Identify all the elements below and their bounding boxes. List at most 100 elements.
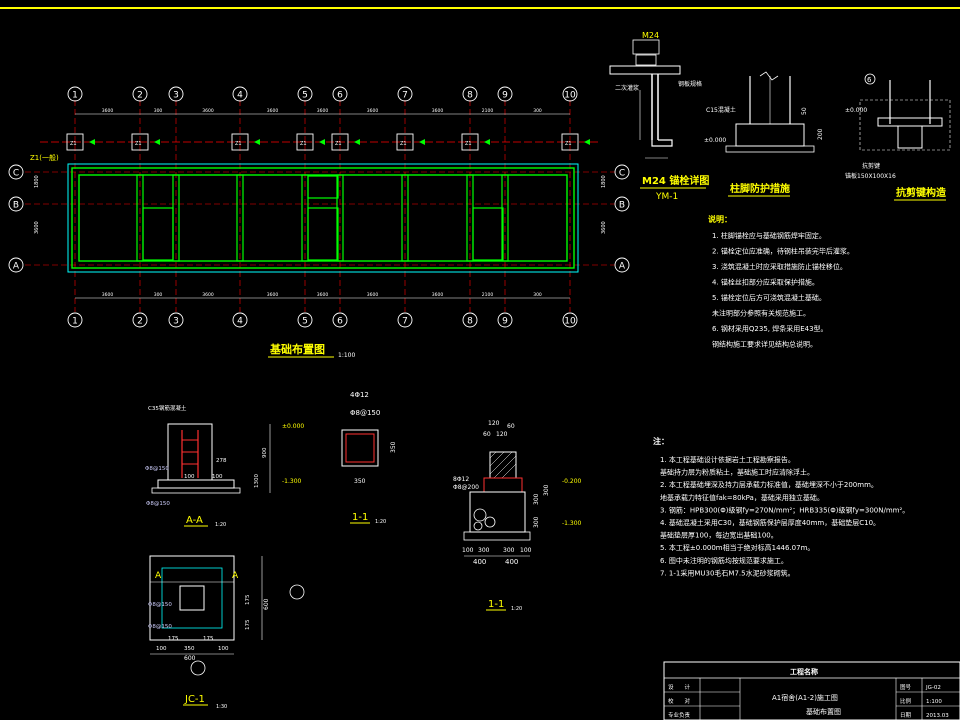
notes-bottom-item-6: 4. 基础混凝土采用C30，基础钢筋保护层厚度40mm，基础垫层C10。 [660,518,880,527]
notes-bottom-item-4: 地基承载力特征值fak=80kPa，基础采用独立基础。 [660,493,824,502]
span-dim-bottom-8: 2100 [482,292,494,298]
11b-bar-1: 8Φ12 [453,476,469,483]
axis-bubble-bottom-5 [297,312,313,328]
11a-title: 1-1 [352,512,368,523]
axis-label-left-A: A [13,262,20,272]
wall-outer [71,167,575,269]
notes-bottom-item-2: 基础持力层为粉质粘土，基础施工时应清除浮土。 [660,468,814,477]
aa-elev-bot: -1.300 [282,478,302,485]
footing-label-5: Z1 [300,141,307,147]
11a-width: 350 [354,478,366,485]
span-dim-bottom-1: 3600 [102,292,114,298]
axis-label-top-10: 10 [564,91,576,101]
small-room-top [307,175,339,199]
11b-bot-2: 300 [478,547,490,554]
arrow-marker-2 [154,139,160,145]
span-dim-top-2: 300 [154,108,163,114]
axis-bubble-top-7 [397,86,413,102]
footing-1 [66,133,84,151]
aa-dim-100b: 100 [212,474,223,480]
aa-dim-278: 278 [216,458,227,464]
arrow-marker-10 [584,139,590,145]
plan-scale: 1:100 [338,352,355,359]
tb-value-3: 2013.03 [926,713,949,719]
arrow-marker-5 [319,139,325,145]
col-elev: ±0.000 [704,137,726,144]
plan-grid-lines [25,100,615,312]
aa-dim-900: 900 [262,447,268,458]
title-block: 工程名称 设 计 校 对 专业负责 A1宿舍(A1-2)施工图 基础布置图 图号… [663,661,960,720]
notes-top-item-5: 5. 锚栓定位后方可浇筑混凝土基础。 [712,293,826,302]
plan-title: 基础布置图 [269,342,325,356]
shear-plate [877,117,943,127]
11a-stirrup-box [345,433,375,463]
11b-rubble [469,491,526,533]
col-encasement [735,123,805,147]
ym-title: M24 锚栓详图 [642,174,709,187]
shear-num: 6 [867,76,872,84]
axis-label-right-C: C [619,169,625,179]
span-dim-bottom-2: 300 [154,292,163,298]
11b-title: 1-1 [488,599,504,610]
ym-hook [651,139,673,147]
footing-2 [131,133,149,151]
axis-bubble-bottom-3 [168,312,184,328]
notes-bottom-item-3: 2. 本工程基础埋深及持力层承载力标准值，基础埋深不小于200mm。 [660,480,878,489]
aa-footing [157,479,235,489]
axis-label-top-7: 7 [402,91,408,101]
axis-label-top-2: 2 [137,91,143,101]
internal-wall-5 [336,174,344,262]
11a-bars: 4Φ12 [350,391,369,399]
notes-top-item-1: 1. 柱脚锚栓应与基础钢筋焊牢固定。 [712,231,826,240]
11b-side-3: 300 [533,516,540,528]
11a-height: 350 [390,441,397,453]
11b-stone-3 [473,521,483,531]
arrow-marker-8 [484,139,490,145]
span-dim-top-7: 3600 [432,108,444,114]
axis-label-right-B: B [619,201,625,211]
axis-bubble-bottom-9 [497,312,513,328]
11b-dim-120b: 120 [496,431,508,438]
11b-bar-2: Φ8@200 [453,484,479,491]
shear-title: 抗剪键构造 [896,186,947,199]
notes-top-item-8: 钢结构施工要求详见结构总说明。 [712,340,817,349]
aa-pad [151,487,241,494]
axis-bubble-top-3 [168,86,184,102]
aa-label-top: C35钢筋混凝土 [148,404,187,412]
footing-6 [331,133,349,151]
11b-dim-60b: 60 [507,423,515,430]
side-dim-left-1: 1800 [34,175,40,188]
footing-label-2: Z1 [135,141,142,147]
footing-label-10: Z1 [565,141,572,147]
footing-4 [231,133,249,151]
11b-pad [463,531,531,541]
tb-row-2: 校 对 [668,697,691,705]
internal-wall-3 [236,174,244,262]
internal-wall-6 [401,174,409,262]
11b-bot-3: 300 [503,547,515,554]
detail-aa: C35钢筋混凝土 278 100 100 900 1300 ±0.000 -1.… [145,404,304,528]
footing-label-6: Z1 [335,141,342,147]
axis-label-left-C: C [13,169,19,179]
11b-scale: 1:20 [511,606,522,612]
axis-bubble-top-5 [297,86,313,102]
aa-dim-100a: 100 [184,474,195,480]
axis-bubble-top-4 [232,86,248,102]
axis-bubble-left-C [8,164,24,180]
axis-bubble-top-1 [67,86,83,102]
tb-field-2: 比例 [900,697,912,705]
11a-section [341,429,379,467]
axis-bubble-bottom-6 [332,312,348,328]
jc-bar-2: Φ8@150 [148,624,172,630]
jc-title: JC-1 [184,694,205,705]
ym-top-box [632,39,660,55]
jc-mid [161,567,223,629]
11b-elev-2: -1.300 [562,520,582,527]
tb-row-3: 专业负责 [668,711,691,719]
jc-bar-1: Φ8@150 [148,602,172,608]
axis-label-bottom-6: 6 [337,317,343,327]
11a-stirrup: Φ8@150 [350,409,380,417]
notes-top-item-3: 3. 浇筑混凝土时应采取措施防止锚栓移位。 [712,262,847,271]
axis-bubble-right-B [614,196,630,212]
tb-value-1: JG-02 [925,685,941,691]
